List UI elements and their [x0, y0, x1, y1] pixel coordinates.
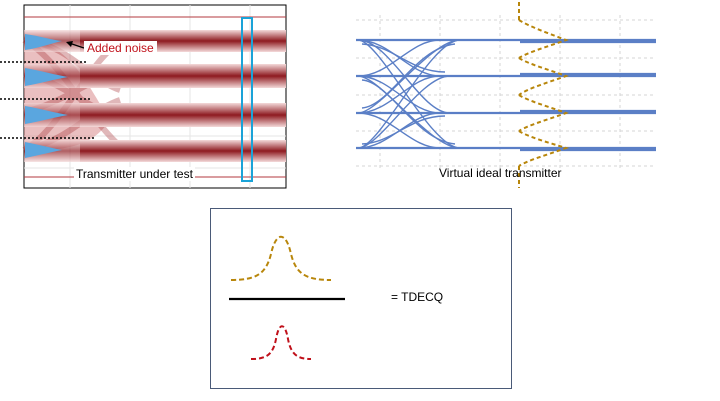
ideal-noise-histogram: [518, 2, 570, 188]
ideal-eye-diagram: [356, 2, 656, 188]
sampling-window: [241, 17, 253, 182]
left-caption: Transmitter under test: [74, 167, 195, 181]
tdecq-label: = TDECQ: [391, 290, 444, 304]
formula-graphic: [229, 235, 345, 360]
right-caption: Virtual ideal transmitter: [439, 166, 562, 180]
ideal-transition-traces: [357, 39, 520, 149]
denominator-gaussian: [250, 325, 312, 360]
transmitter-eye-diagram: [0, 4, 287, 189]
numerator-gaussian: [230, 235, 332, 281]
threshold-dotted-lines: [0, 61, 95, 139]
noise-histogram-shapes: [25, 34, 68, 158]
added-noise-label: Added noise: [84, 41, 157, 55]
added-noise-arrow: [66, 41, 85, 49]
tdecq-formula-box: = TDECQ: [210, 208, 512, 389]
